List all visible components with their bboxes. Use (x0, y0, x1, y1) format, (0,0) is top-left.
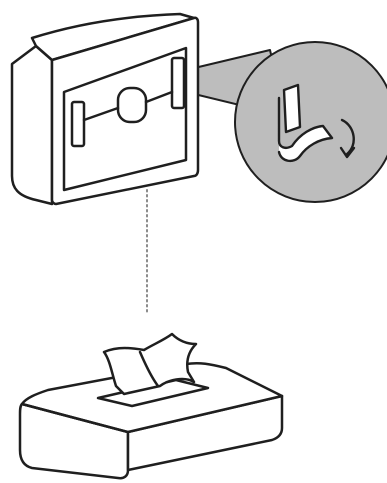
tissue-holder-back-icon (10, 12, 200, 206)
tissue-box-icon (18, 332, 284, 480)
adhesive-strip-peel-icon (277, 83, 356, 163)
callout-magnifier (234, 41, 387, 203)
